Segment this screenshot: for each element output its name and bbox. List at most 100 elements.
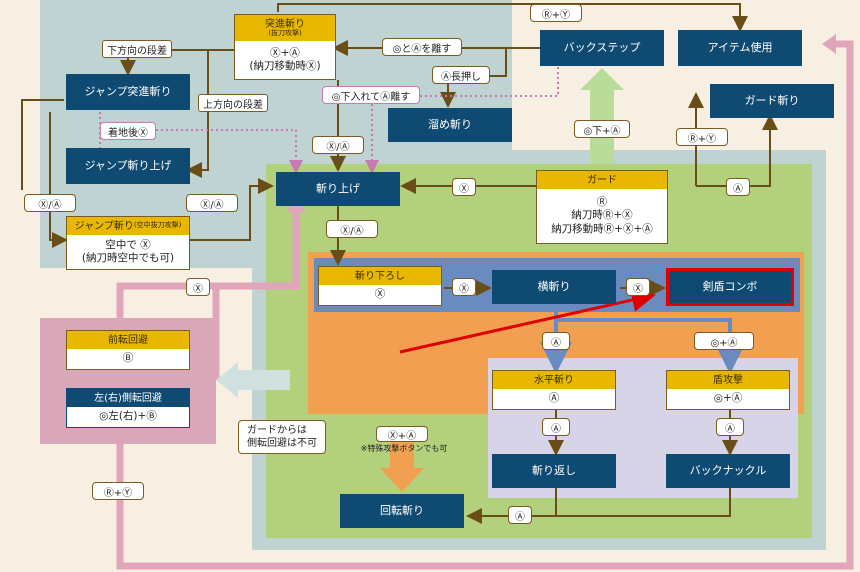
stick-down-a-text: ◎下+Ⓐ xyxy=(583,125,621,137)
suihei-body: Ⓐ xyxy=(548,392,560,405)
label-a-tate: Ⓐ xyxy=(716,418,744,436)
pink-arrowhead-item xyxy=(822,34,836,54)
kirioroshi-title: 斬り下ろし xyxy=(355,270,405,282)
kiri-kaeshi-label: 斬り返し xyxy=(532,463,576,477)
x-strip1-text: Ⓧ xyxy=(459,283,469,295)
back-knuckle-label: バックナックル xyxy=(689,463,767,477)
tosshin-body-line2: (納刀移動時Ⓧ) xyxy=(249,60,321,72)
sokuten-body: ◎左(右)+Ⓑ xyxy=(99,410,157,423)
zenten-header: 前転回避 xyxy=(67,331,189,349)
node-jump-kiriage: ジャンプ斬り上げ xyxy=(66,148,190,184)
label-xa-left2: Ⓧ/Ⓐ xyxy=(186,194,238,212)
node-suihei-giri: 水平斬り Ⓐ xyxy=(492,370,616,410)
label-xa-kaiten: Ⓧ+Ⓐ xyxy=(376,426,428,442)
x-pink-text: Ⓧ xyxy=(193,283,203,295)
node-tame-giri: 溜め斬り xyxy=(388,108,512,142)
stick-a-branch-text: ◎+Ⓐ xyxy=(710,337,738,349)
guard-header: ガード xyxy=(537,171,667,189)
ry-right-text: Ⓡ+Ⓨ xyxy=(687,133,717,145)
label-a-branch: Ⓐ xyxy=(542,332,570,350)
chakuchi-text: 着地後Ⓧ xyxy=(108,127,148,139)
label-xa-top: Ⓧ/Ⓐ xyxy=(312,136,364,154)
tate-title: 盾攻撃 xyxy=(713,374,743,386)
label-a-nagaoshi: Ⓐ長押し xyxy=(432,66,490,84)
suihei-header: 水平斬り xyxy=(493,371,615,389)
guard-body-line3: 納刀移動時Ⓡ+Ⓧ+Ⓐ xyxy=(551,222,653,235)
node-guard-giri: ガード斬り xyxy=(710,84,834,118)
guard-note-text: ガードからは 側転回避は不可 xyxy=(247,425,317,449)
label-x-guard: Ⓧ xyxy=(452,178,476,196)
label-stick-a-release: ◎とⒶを離す xyxy=(382,38,462,56)
sokuten-header: 左(右)側転回避 xyxy=(67,389,189,407)
node-yoko-giri: 横斬り xyxy=(492,270,616,304)
label-ry-top: Ⓡ+Ⓨ xyxy=(530,4,582,22)
node-kaiten-giri: 回転斬り xyxy=(340,494,464,528)
zenten-title: 前転回避 xyxy=(108,334,148,346)
kiriage-label: 斬り上げ xyxy=(316,181,360,195)
ry-top-text: Ⓡ+Ⓨ xyxy=(541,9,571,21)
guard-body-line1: Ⓡ xyxy=(596,196,608,209)
label-xa-kaiten-note: ※特殊攻撃ボタンでも可 xyxy=(354,444,454,454)
stick-down-release-text: ◎下入れてⒶ離す xyxy=(331,91,411,103)
node-kiriage: 斬り上げ xyxy=(276,172,400,206)
xa-left1-text: Ⓧ/Ⓐ xyxy=(38,199,62,211)
tate-body: ◎+Ⓐ xyxy=(713,392,743,405)
guard-body-line2: 納刀時Ⓡ+Ⓧ xyxy=(571,209,633,222)
sokuten-title: 左(右)側転回避 xyxy=(94,392,162,404)
backstep-label: バックステップ xyxy=(563,40,641,54)
a-branch-text: Ⓐ xyxy=(551,337,561,349)
tame-giri-label: 溜め斬り xyxy=(428,117,472,131)
node-kirioroshi: 斬り下ろし Ⓧ xyxy=(318,266,442,306)
label-ry-right: Ⓡ+Ⓨ xyxy=(676,128,728,146)
tate-header: 盾攻撃 xyxy=(667,371,789,389)
label-a-bottom: Ⓐ xyxy=(508,506,532,524)
tosshin-body-line1: Ⓧ+Ⓐ xyxy=(270,46,300,59)
label-x-strip2: Ⓧ xyxy=(626,278,650,296)
ue-dansa-text: 上方向の段差 xyxy=(203,99,263,111)
node-kenjun-combo: 剣盾コンボ xyxy=(666,268,794,306)
node-backstep: バックステップ xyxy=(540,30,664,66)
yoko-giri-label: 横斬り xyxy=(537,279,571,293)
label-guard-note: ガードからは 側転回避は不可 xyxy=(238,420,326,454)
node-guard: ガード Ⓡ 納刀時Ⓡ+Ⓧ 納刀移動時Ⓡ+Ⓧ+Ⓐ xyxy=(536,170,668,244)
guard-title: ガード xyxy=(587,174,617,186)
label-xa-mid: Ⓧ/Ⓐ xyxy=(326,220,378,238)
xa-top-text: Ⓧ/Ⓐ xyxy=(326,141,350,153)
a-tate-text: Ⓐ xyxy=(725,423,735,435)
xa-left2-text: Ⓧ/Ⓐ xyxy=(200,199,224,211)
kirioroshi-body: Ⓧ xyxy=(374,288,386,301)
tosshin-title: 突進斬り xyxy=(265,18,305,30)
a-guard-text: Ⓐ xyxy=(733,183,743,195)
label-a-suihei: Ⓐ xyxy=(542,418,570,436)
label-x-strip1: Ⓧ xyxy=(452,278,476,296)
guard-giri-label: ガード斬り xyxy=(744,93,800,107)
jump-giri-title: ジャンプ斬り xyxy=(74,220,134,232)
slate-arrow-shaft xyxy=(236,370,290,390)
tosshin-header: 突進斬り (抜刀攻撃) xyxy=(235,15,335,41)
suihei-title: 水平斬り xyxy=(534,374,574,386)
label-stick-a-branch: ◎+Ⓐ xyxy=(694,332,754,350)
a-suihei-text: Ⓐ xyxy=(551,423,561,435)
green-arrowhead xyxy=(580,68,624,90)
a-nagaoshi-text: Ⓐ長押し xyxy=(441,71,481,83)
pink-loop xyxy=(116,40,854,570)
label-a-guard: Ⓐ xyxy=(726,178,750,196)
jump-giri-subtitle: (空中抜刀攻撃) xyxy=(133,221,182,230)
x-guard-text: Ⓧ xyxy=(459,183,469,195)
a-bottom-text: Ⓐ xyxy=(515,511,525,523)
label-chakuchi: 着地後Ⓧ xyxy=(100,122,156,140)
shita-dansa-text: 下方向の段差 xyxy=(107,45,167,57)
kaiten-giri-label: 回転斬り xyxy=(380,503,424,517)
node-jump-tosshin: ジャンプ突進斬り xyxy=(66,74,190,110)
node-jump-giri: ジャンプ斬り (空中抜刀攻撃) 空中で Ⓧ (納刀時空中でも可) xyxy=(66,216,190,270)
label-xa-left1: Ⓧ/Ⓐ xyxy=(24,194,76,212)
xa-kaiten-text: Ⓧ+Ⓐ xyxy=(387,430,417,442)
tosshin-subtitle: (抜刀攻撃) xyxy=(268,28,302,37)
label-stick-down-a: ◎下+Ⓐ xyxy=(574,120,630,138)
ry-bottom-text: Ⓡ+Ⓨ xyxy=(103,487,133,499)
node-tosshin-giri: 突進斬り (抜刀攻撃) Ⓧ+Ⓐ (納刀移動時Ⓧ) xyxy=(234,14,336,80)
node-item-use: アイテム使用 xyxy=(678,30,802,66)
pink-dotted xyxy=(99,66,559,174)
jump-giri-header: ジャンプ斬り (空中抜刀攻撃) xyxy=(67,217,189,235)
